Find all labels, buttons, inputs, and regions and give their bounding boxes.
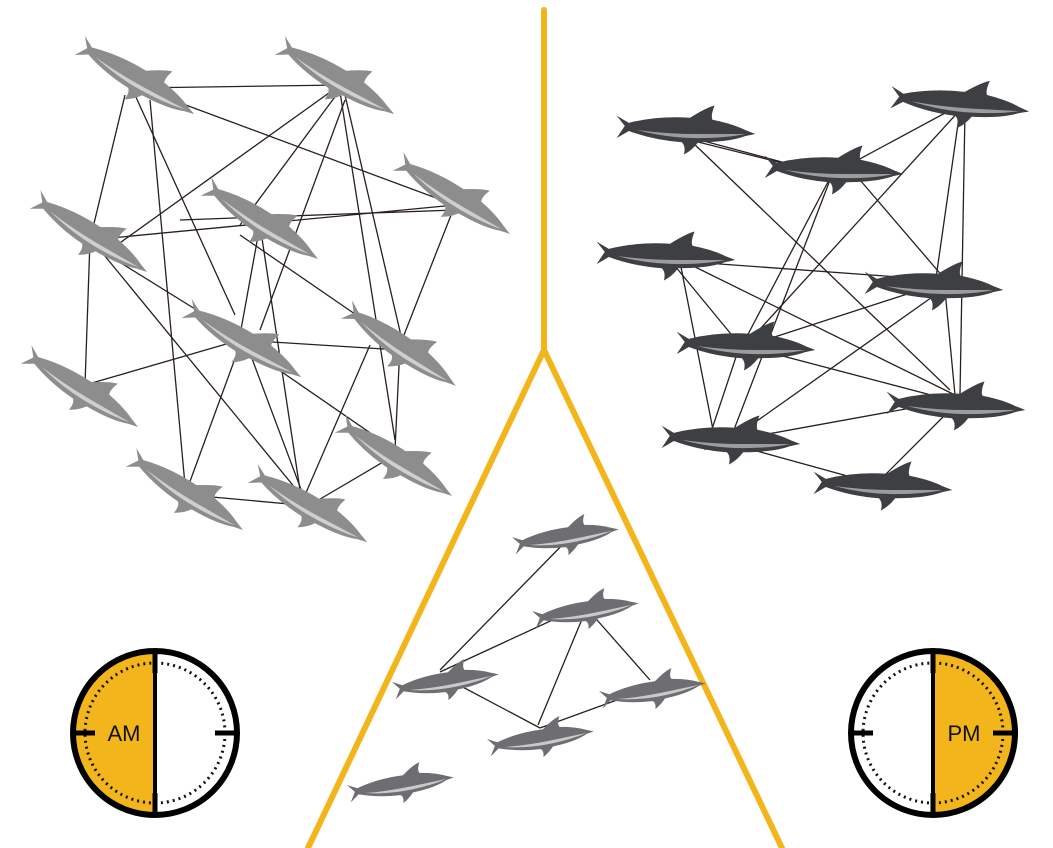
dolphin-icon (597, 662, 708, 720)
dolphin-icon (510, 508, 621, 566)
connection (85, 240, 90, 385)
connection (538, 612, 585, 725)
dolphin-icon (597, 231, 736, 280)
connection (135, 95, 235, 315)
connection (305, 345, 370, 495)
am-clock-label: AM (108, 721, 141, 746)
connection (185, 345, 240, 495)
dolphin-icon (385, 144, 524, 251)
right-group-dolphins (597, 76, 1031, 511)
dolphin-icon (240, 455, 380, 559)
connection (730, 180, 830, 440)
dolphin-icon (267, 27, 407, 131)
dolphin-icon (118, 440, 257, 547)
pm-clock: PM (851, 651, 1015, 815)
left-group-dolphins (13, 27, 524, 559)
connection (945, 290, 955, 395)
right-group (597, 76, 1031, 511)
dolphin-icon (193, 169, 332, 276)
dolphin-icon (890, 76, 1031, 132)
dolphin-icon (13, 337, 152, 444)
connection (730, 295, 935, 440)
connection (670, 260, 740, 345)
dolphin-icon (677, 321, 816, 370)
connection (750, 110, 960, 340)
dolphin-icon (765, 145, 904, 194)
connection (402, 205, 455, 340)
connection (590, 612, 650, 680)
dolphin-icon (814, 461, 953, 510)
connection (90, 95, 125, 240)
connection (745, 178, 830, 340)
connection (860, 180, 950, 285)
dolphin-icon (390, 653, 501, 711)
left-group (13, 27, 524, 559)
connection (85, 340, 240, 385)
connection (960, 110, 965, 395)
connection (100, 250, 305, 500)
left-group-connections (85, 85, 455, 505)
dolphin-icon (174, 290, 314, 394)
dolphin-icon (865, 261, 1004, 310)
dolphin-icon (530, 582, 641, 640)
connection (935, 110, 960, 285)
am-clock: AM (73, 651, 237, 815)
dolphin-icon (67, 27, 207, 131)
connection (340, 92, 395, 440)
connection (440, 535, 572, 670)
dolphin-icon (617, 105, 756, 154)
connection (760, 350, 950, 400)
connection (110, 85, 340, 250)
dolphin-icon (345, 756, 456, 814)
pm-clock-label: PM (948, 721, 981, 746)
